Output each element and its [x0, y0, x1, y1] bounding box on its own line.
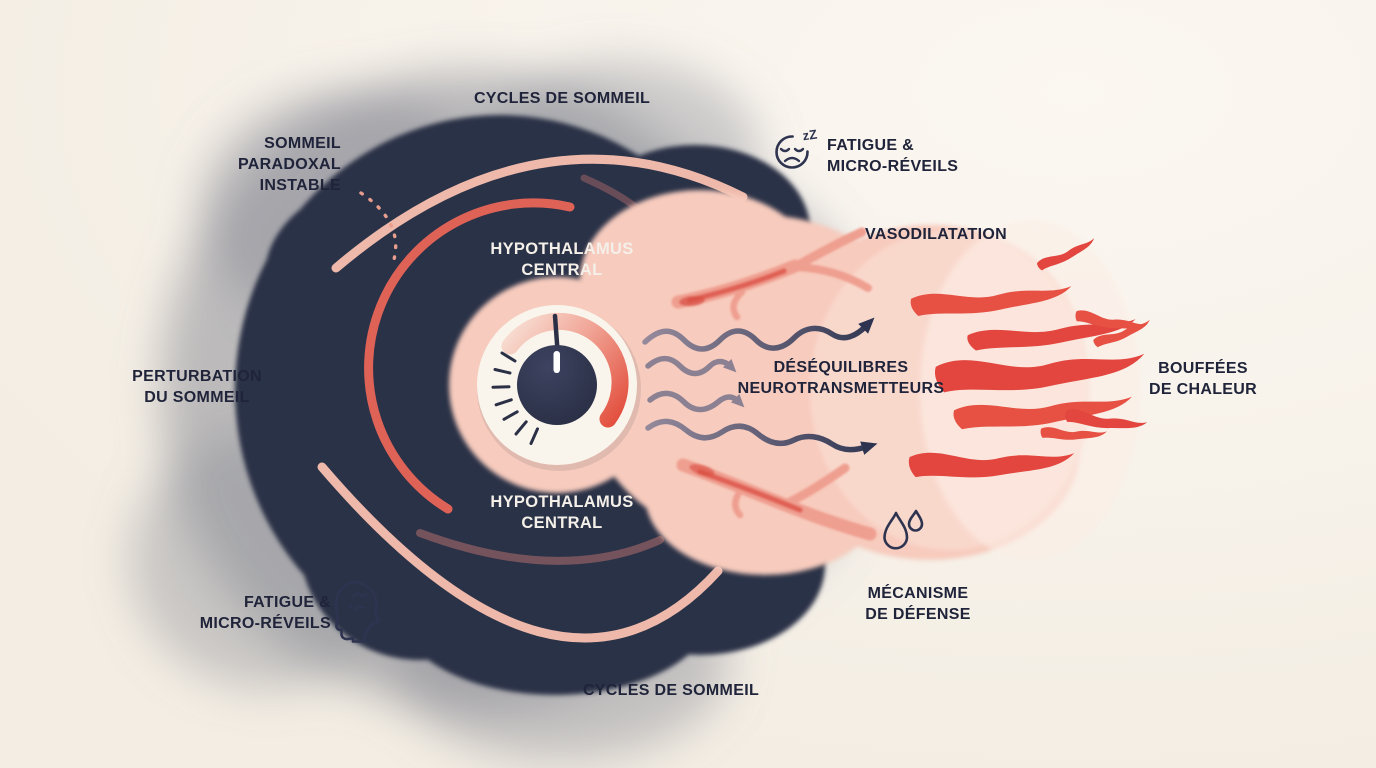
vessel-lower [676, 458, 877, 541]
dashed-accent-arc [359, 191, 398, 268]
vessel-upper [671, 227, 872, 321]
label-sommeil-paradoxal: SOMMEIL PARADOXAL INSTABLE [237, 135, 341, 194]
sleepy-face-icon: zZ [770, 126, 822, 179]
label-perturbation-sommeil: PERTURBATION DU SOMMEIL [132, 368, 262, 406]
maroon-arc-bottom [416, 529, 664, 565]
thermostat-dial-icon [477, 305, 641, 471]
salmon-arc-bottom [317, 462, 723, 643]
label-mecanisme-defense: MÉCANISME DE DÉFENSE [865, 585, 971, 623]
sweat-droplets-icon [880, 508, 928, 567]
label-hypothalamus-central-top: HYPOTHALAMUS CENTRAL [490, 240, 634, 280]
label-cycles-sommeil-bottom: CYCLES DE SOMMEIL [582, 682, 760, 699]
label-vasodilatation: VASODILATATION [865, 226, 1007, 243]
dial-needle [552, 313, 560, 353]
head-profile-icon [330, 578, 384, 649]
red-arc [364, 198, 575, 514]
arrow-mid-1 [645, 355, 737, 377]
zz-glyph: zZ [802, 126, 818, 143]
label-desequilibres-neurotransmetteurs: DÉSÉQUILIBRES NEUROTRANSMETTEURS [737, 359, 945, 397]
orbit-arcs [317, 154, 748, 643]
dial-ticks [491, 351, 539, 445]
wavy-arrows [642, 317, 878, 455]
label-hypothalamus-central-bottom: HYPOTHALAMUS CENTRAL [490, 493, 634, 533]
label-bouffees-chaleur: BOUFFÉES DE CHALEUR [1148, 360, 1258, 398]
dial-knob [517, 345, 597, 425]
label-cycles-sommeil-top: CYCLES DE SOMMEIL [473, 90, 651, 107]
arrow-top [642, 317, 875, 352]
label-fatigue-micro-reveils-bottom: FATIGUE & MICRO-RÉVEILS [199, 594, 331, 632]
arrow-mid-2 [647, 390, 745, 413]
label-fatigue-micro-reveils-top: FATIGUE & MICRO-RÉVEILS [827, 137, 959, 175]
knob-indicator [553, 351, 560, 373]
arrow-bottom [645, 418, 878, 455]
